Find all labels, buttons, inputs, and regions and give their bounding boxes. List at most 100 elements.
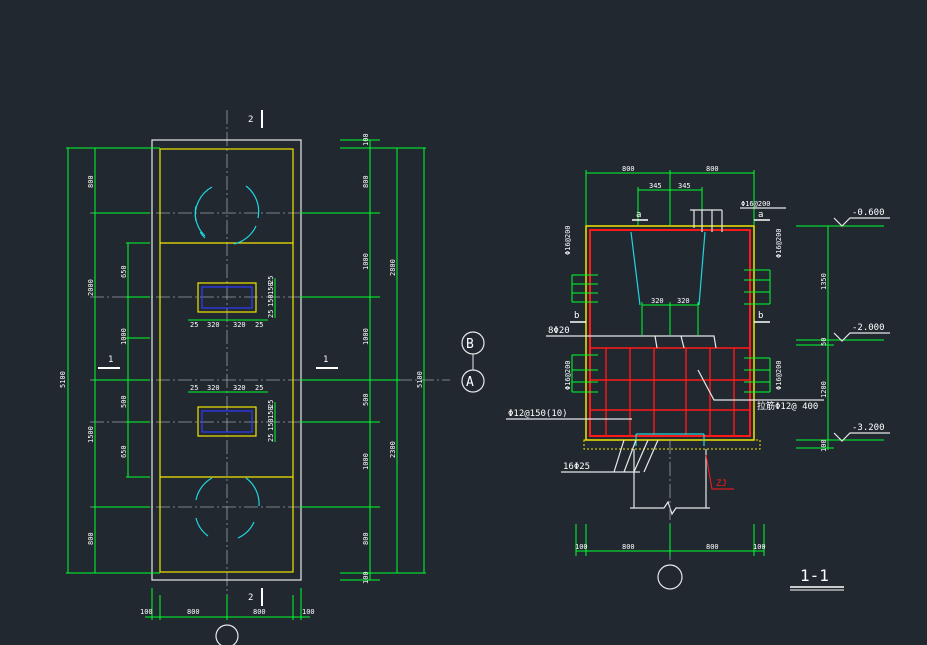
elevation-label: -3.200 (852, 423, 885, 433)
dim-text: 2800 (389, 259, 397, 276)
dim-text: 800 (87, 532, 95, 545)
rebar-label: Φ16@200 (775, 360, 783, 390)
dim-text: 800 (362, 532, 370, 545)
section-view: 800 800 345 345 320 320 (506, 165, 890, 591)
rebar-label-8phi20: 8Φ20 (548, 326, 570, 336)
dim-text: 100 (362, 571, 370, 584)
rebar-label-tie: 拉筋Φ12@ 400 (757, 400, 818, 412)
plan-inner-outline (159, 148, 294, 573)
elev-marker (833, 432, 890, 442)
dim-text: 25 (267, 400, 275, 408)
dim-text: 100 (362, 133, 370, 146)
cut-mark-label: a (758, 210, 763, 220)
section-blinding-layer (583, 439, 761, 450)
rebar-label: Φ16@200 (564, 360, 572, 390)
plan-outline (151, 139, 302, 581)
dim-text: 1200 (820, 381, 828, 398)
elevation-label: -2.000 (852, 323, 885, 333)
pile-circle (245, 185, 260, 219)
dim-text: 1000 (120, 328, 128, 345)
cut-mark-label: b (758, 311, 763, 321)
section-title: 1-1 (800, 566, 829, 585)
dim-text: 1000 (362, 453, 370, 470)
plan-view: 25 320 320 25 25 150 150 25 25 320 320 2… (59, 110, 485, 645)
plan-opening-upper (197, 282, 257, 313)
dim-text: 100 (753, 543, 766, 551)
section-rebar-cage (589, 229, 751, 437)
dim-text: 5100 (59, 371, 67, 388)
cut-mark-label: b (574, 311, 579, 321)
pipe-line (698, 231, 706, 306)
rebar-label-bottom: 16Φ25 (563, 462, 590, 472)
leader-line (680, 335, 685, 349)
dim-text: 320 (651, 297, 664, 305)
pile-circle (245, 477, 260, 507)
dim-text: 2300 (389, 441, 397, 458)
dim-text: 25 (190, 321, 198, 329)
plan-opening-lower (197, 406, 257, 437)
leader-line (633, 439, 649, 473)
pile-circle (237, 521, 255, 539)
dim-text: 100 (302, 608, 315, 616)
dim-text: 650 (120, 445, 128, 458)
dim-text: 345 (649, 182, 662, 190)
dim-text: 5100 (416, 371, 424, 388)
dim-text: 800 (622, 165, 635, 173)
grid-bubble-label: A (466, 375, 474, 390)
dim-text: 100 (575, 543, 588, 551)
dim-text: 345 (678, 182, 691, 190)
dim-text: 100 (820, 439, 828, 452)
dim-text: 320 (207, 321, 220, 329)
dim-text: 1000 (362, 328, 370, 345)
dim-text: 800 (706, 165, 719, 173)
dim-text: 800 (187, 608, 200, 616)
dim-text: 150 (267, 406, 275, 419)
dim-text: 25 (267, 434, 275, 442)
dim-text: 800 (253, 608, 266, 616)
pile-circle (194, 186, 213, 239)
leader-line (546, 335, 717, 349)
pile-circle (233, 225, 257, 245)
pile-label: ZJ (716, 479, 727, 489)
dim-text: 1500 (87, 426, 95, 443)
grid-bubble-bottom (215, 624, 239, 645)
elev-marker (833, 217, 890, 227)
leader-line (643, 439, 659, 473)
dim-text: 100 (140, 608, 153, 616)
rebar-label: Φ16@200 (741, 200, 771, 208)
pile-leader (705, 454, 734, 490)
dim-text: 500 (120, 395, 128, 408)
plan-opening-lower-inner (201, 410, 253, 433)
dim-text: 150 (267, 282, 275, 295)
dim-text: 2000 (87, 279, 95, 296)
elev-marker (833, 332, 890, 342)
grid-bubble-section (657, 564, 683, 590)
dim-text: 1350 (820, 273, 828, 290)
rebar-label-stirrup: Φ12@150(10) (508, 409, 568, 419)
rebar-label: Φ16@200 (564, 225, 572, 255)
dim-text: 800 (87, 175, 95, 188)
leader-line (697, 369, 824, 401)
pipe-line (630, 231, 641, 306)
section-mark-right: 1 (323, 355, 328, 365)
pile-circle (195, 517, 209, 537)
dim-text: 800 (362, 175, 370, 188)
plan-opening-upper-inner (201, 286, 253, 309)
dim-text: 25 (255, 321, 263, 329)
dim-text: 150 (267, 418, 275, 431)
dim-text: 320 (207, 384, 220, 392)
pile-circle (194, 205, 206, 237)
dim-text: 25 (267, 310, 275, 318)
dim-text: 320 (233, 384, 246, 392)
dim-text: 25 (190, 384, 198, 392)
pile-circle (195, 477, 213, 501)
dim-text: 320 (233, 321, 246, 329)
dim-text: 50 (820, 338, 828, 346)
elevation-label: -0.600 (852, 208, 885, 218)
dim-text: 800 (622, 543, 635, 551)
dim-text: 25 (267, 276, 275, 284)
cut-mark-label: a (636, 210, 641, 220)
grid-bubble-label: B (466, 337, 474, 352)
